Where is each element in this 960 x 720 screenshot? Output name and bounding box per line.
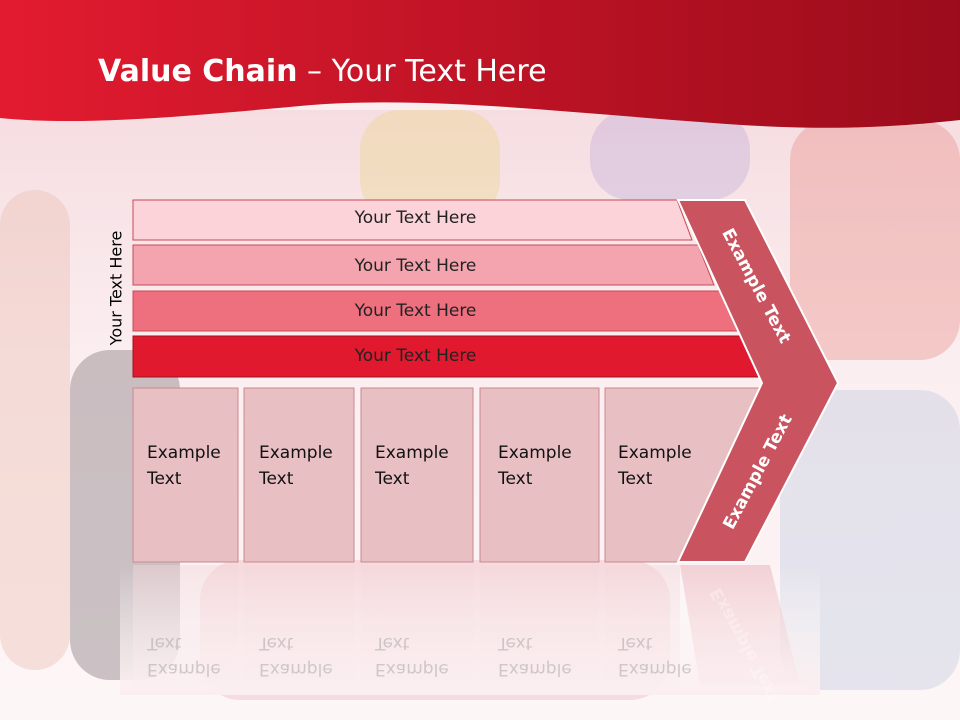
box-2[interactable] xyxy=(243,387,355,563)
background-child-left xyxy=(0,190,70,670)
slide-title: Value Chain – Your Text Here xyxy=(98,54,547,89)
title-banner xyxy=(0,0,960,128)
bar-4-label: Your Text Here xyxy=(354,346,477,366)
bar-3-label: Your Text Here xyxy=(354,301,477,321)
reflection-fade xyxy=(120,565,820,695)
bar-2[interactable] xyxy=(132,244,715,286)
box-3[interactable] xyxy=(360,387,474,563)
bar-1[interactable] xyxy=(132,199,693,241)
background-child-flowers xyxy=(590,110,750,200)
box-4[interactable] xyxy=(479,387,600,563)
box-1[interactable] xyxy=(132,387,239,563)
bar-1-label: Your Text Here xyxy=(354,208,477,228)
background-child-right-top xyxy=(790,120,960,360)
value-chain-chevron[interactable] xyxy=(676,199,840,563)
bar-2-label: Your Text Here xyxy=(354,256,477,276)
